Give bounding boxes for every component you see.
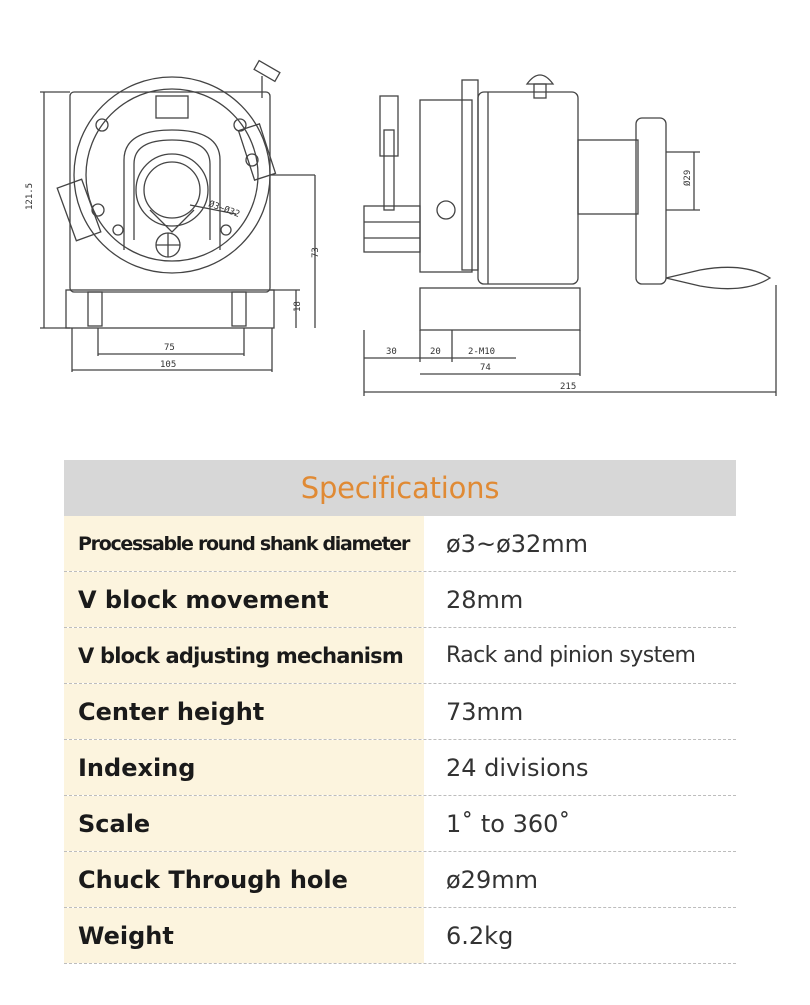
spec-value: 24 divisions — [446, 753, 589, 782]
spec-value: 6.2kg — [446, 921, 514, 950]
spec-label: Center height — [64, 684, 424, 739]
spec-row: Scale 1˚ to 360˚ — [64, 796, 736, 852]
spec-row: Processable round shank diameter ø3~ø32m… — [64, 516, 736, 572]
spec-label: V block movement — [64, 572, 424, 627]
dim-d3: 74 — [480, 363, 491, 373]
spec-row: Weight 6.2kg — [64, 908, 736, 964]
spec-label: Chuck Through hole — [64, 852, 424, 907]
spec-row: V block adjusting mechanism Rack and pin… — [64, 628, 736, 684]
dim-overall: 215 — [560, 382, 576, 392]
spec-row: V block movement 28mm — [64, 572, 736, 628]
spec-value: ø29mm — [446, 865, 538, 894]
spec-label: Indexing — [64, 740, 424, 795]
dim-bolt: 2-M10 — [468, 347, 495, 357]
dim-outer-width: 105 — [160, 360, 176, 370]
spec-value: Rack and pinion system — [446, 643, 696, 668]
dim-center-height: 73 — [311, 247, 321, 258]
spec-value: ø3~ø32mm — [446, 529, 589, 558]
dim-inner-width: 75 — [164, 343, 175, 353]
spec-label: Weight — [64, 908, 424, 963]
spec-value: 28mm — [446, 585, 524, 614]
specifications-title: Specifications — [300, 471, 500, 505]
dim-diameter-range: Ø3~Ø32 — [207, 198, 241, 219]
dim-d1: 30 — [386, 347, 397, 357]
spec-label: Processable round shank diameter — [64, 516, 424, 571]
specifications-table: Specifications Processable round shank d… — [64, 460, 736, 964]
spec-label: V block adjusting mechanism — [64, 628, 424, 683]
dim-base-height: 18 — [293, 301, 303, 312]
spec-value: 1˚ to 360˚ — [446, 809, 571, 838]
technical-drawing: 121.5 Ø3~Ø32 73 18 75 105 Ø29 30 20 2-M1… — [25, 59, 777, 396]
dim-height-left: 121.5 — [25, 183, 35, 210]
specifications-header: Specifications — [64, 460, 736, 516]
dim-d2: 20 — [430, 347, 441, 357]
spec-row: Indexing 24 divisions — [64, 740, 736, 796]
spec-row: Center height 73mm — [64, 684, 736, 740]
spec-label: Scale — [64, 796, 424, 851]
spec-value: 73mm — [446, 697, 524, 726]
spec-row: Chuck Through hole ø29mm — [64, 852, 736, 908]
dim-shaft-dia: Ø29 — [682, 170, 693, 186]
